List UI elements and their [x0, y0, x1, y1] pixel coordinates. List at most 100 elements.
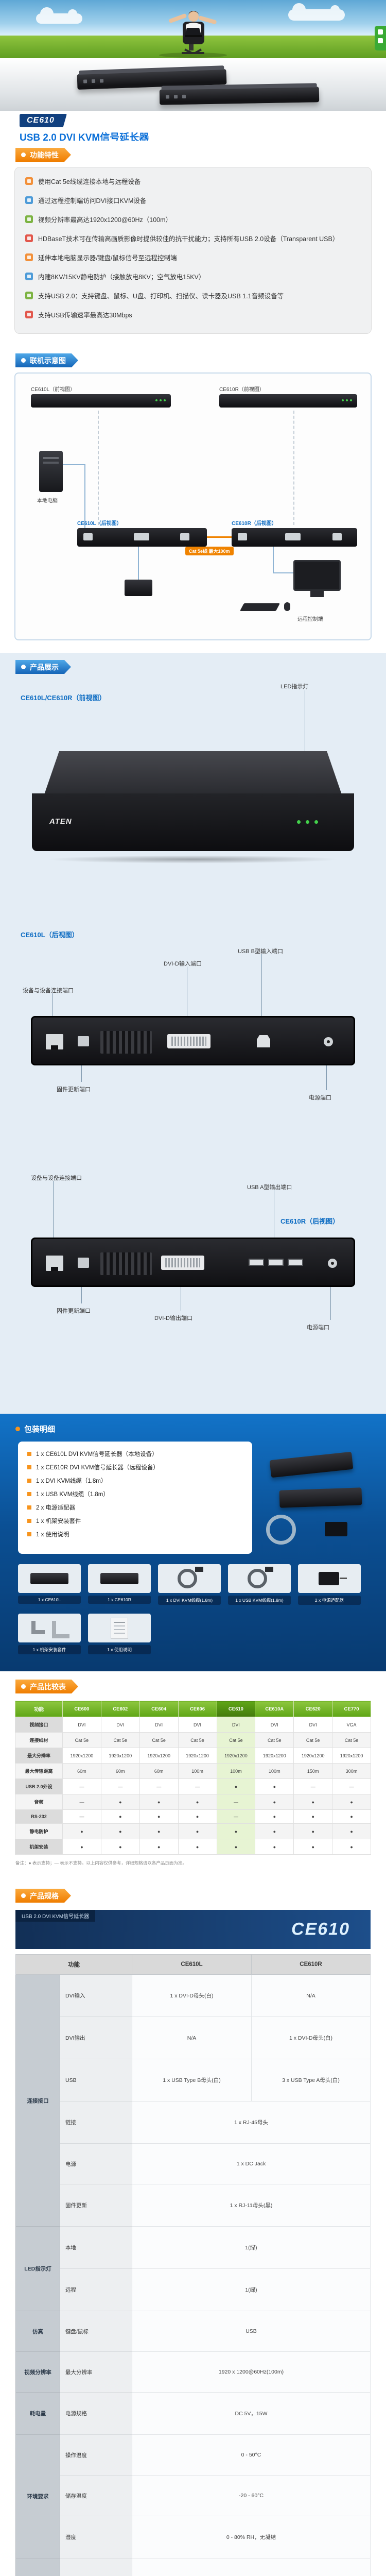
- comparison-cell: 60m: [100, 1763, 140, 1779]
- remote-keyboard-icon: [240, 603, 280, 611]
- spec-header-cell: 功能: [15, 1954, 132, 1975]
- package-item: 1 x 使用说明: [27, 1530, 243, 1538]
- spec-value-cell: -20 - 60°C: [132, 2475, 371, 2516]
- person-in-chair-photo: [159, 11, 227, 58]
- spec-value-cell: 金属: [132, 2558, 371, 2576]
- thumb-image-device: [18, 1564, 81, 1593]
- comparison-cell: ●: [293, 1839, 333, 1855]
- showcase-rear-view-ce610r: 设备与设备连接端口 USB A型输出端口 CE610R（后视图） 固件更新端口 …: [0, 1158, 386, 1400]
- callout-firmware-port: 固件更新端口: [57, 1087, 91, 1093]
- connection-diagram: CE610L（前视图） CE610R（前视图） 本地电脑 CE610L（后视图）…: [14, 372, 372, 640]
- comparison-row: 静电防护●●●●●●●●: [15, 1823, 371, 1839]
- led-dots: [155, 399, 166, 401]
- spec-group-cell: LED指示灯: [15, 2226, 60, 2311]
- package-contents-list: 1 x CE610L DVI KVM信号延长器（本地设备） 1 x CE610R…: [18, 1442, 252, 1554]
- diagram-rear-left-label: CE610L（后视图）: [77, 521, 122, 527]
- thumb-label: 2 x 电源适配器: [298, 1596, 361, 1605]
- local-computer-icon: [39, 451, 63, 492]
- bullet-icon: [27, 1465, 31, 1469]
- package-thumb: 1 x 机架安装套件: [18, 1614, 81, 1654]
- feature-bullet-icon: [25, 253, 33, 261]
- comparison-cell: 1920x1200: [293, 1748, 333, 1764]
- spec-group-cell: 视频分辨率: [15, 2351, 60, 2393]
- diagram-front-right-label: CE610R（前视图）: [219, 387, 265, 393]
- share-tab[interactable]: [375, 26, 386, 50]
- diagram-guide-line: [98, 411, 99, 525]
- feature-item: 内建8KV/15KV静电防护（接触放电8KV；空气放电15KV）: [25, 272, 361, 282]
- ribbon-dot-icon: [15, 1427, 20, 1431]
- feature-text: 延伸本地电脑显示器/键盘/鼠标信号至远程控制端: [38, 255, 177, 262]
- vent-grille: [100, 1031, 152, 1054]
- comparison-cell: —: [293, 1778, 333, 1794]
- spec-row-label: DVI输出: [60, 2016, 132, 2059]
- comparison-cell: ●: [293, 1794, 333, 1810]
- spec-value-cell: 1(绿): [132, 2268, 371, 2311]
- comparison-cell: ●: [293, 1823, 333, 1839]
- callout-usb-port: USB A型输出端口: [247, 1184, 292, 1191]
- comparison-cell: Cat 5e: [332, 1732, 371, 1748]
- dc-power-jack: [324, 1037, 333, 1046]
- comparison-cell: ●: [100, 1794, 140, 1810]
- ribbon-dot-icon: [21, 665, 26, 669]
- diagram-guide-line: [293, 411, 294, 525]
- spec-value-cell: 1 x DC Jack: [132, 2143, 371, 2184]
- section-ribbon-diagram: 联机示意图: [15, 353, 78, 367]
- callout-link-port: 设备与设备连接端口: [31, 1175, 82, 1181]
- comparison-cell: 1920x1200: [100, 1748, 140, 1764]
- comparison-cell: ●: [255, 1823, 294, 1839]
- page-title: USB 2.0 DVI KVM信号延长器: [20, 132, 149, 141]
- rear-panel-ce610r: [31, 1238, 355, 1287]
- dc-power-jack: [328, 1259, 337, 1268]
- comparison-row-label: 视频接口: [15, 1717, 63, 1733]
- led-dots: [342, 399, 352, 401]
- section-title-comparison: 产品比较表: [30, 1682, 66, 1691]
- comparison-cell: 1920x1200: [139, 1748, 179, 1764]
- spec-value-cell: 3 x USB Type A母头(白): [251, 2059, 371, 2102]
- bullet-icon: [27, 1479, 31, 1483]
- spec-banner: USB 2.0 DVI KVM信号延长器 CE610: [15, 1910, 371, 1949]
- rear-r-caption: CE610R（后视图）: [280, 1217, 340, 1225]
- device-shadow: [46, 855, 340, 863]
- thumb-image-manual: [88, 1614, 151, 1642]
- thumb-label: 1 x CE610R: [88, 1596, 151, 1604]
- spec-row-label: 电源: [60, 2143, 132, 2184]
- comparison-cell: DVI: [62, 1717, 101, 1733]
- package-thumb: 1 x 使用说明: [88, 1614, 151, 1654]
- comparison-cell: DVI: [178, 1717, 217, 1733]
- comparison-row: USB 2.0外设————●●——: [15, 1778, 371, 1794]
- thumb-label: 1 x USB KVM线缆(1.8m): [228, 1596, 291, 1605]
- comparison-cell: —: [178, 1778, 217, 1794]
- spec-value-cell: 1 x USB Type B母头(白): [131, 2059, 252, 2102]
- comparison-cell: —: [139, 1778, 179, 1794]
- product-photo-device-remote: [159, 87, 320, 105]
- callout-firmware-port: 固件更新端口: [57, 1308, 91, 1314]
- package-thumb: 1 x CE610R: [88, 1564, 151, 1605]
- spec-header-cell: CE610L: [131, 1954, 252, 1975]
- comparison-header-cell: CE600: [62, 1701, 101, 1717]
- spec-value-cell: 0 - 50°C: [132, 2434, 371, 2476]
- comparison-cell: ●: [100, 1839, 140, 1855]
- thumb-label: 1 x DVI KVM线缆(1.8m): [158, 1596, 221, 1605]
- comparison-cell: 100m: [255, 1763, 294, 1779]
- comparison-cell: —: [62, 1778, 101, 1794]
- cloud: [36, 7, 82, 24]
- callout-power-port: 电源端口: [307, 1325, 329, 1331]
- front-led-indicators: [297, 820, 318, 824]
- device-top-face: [44, 751, 342, 794]
- comparison-cell: 1920x1200: [255, 1748, 294, 1764]
- spec-row-label: 操作温度: [60, 2434, 132, 2476]
- connection-line: [84, 464, 85, 528]
- callout-line: [81, 1287, 82, 1303]
- feature-text: 支持USB传输速率最高达30Mbps: [38, 312, 132, 319]
- comparison-row-label: 最大传输距离: [15, 1763, 63, 1779]
- spec-value-cell: DC 5V，15W: [132, 2392, 371, 2435]
- thumb-label: 1 x 机架安装套件: [18, 1645, 81, 1654]
- comparison-row-label: USB 2.0外设: [15, 1778, 63, 1794]
- spec-row-label: 固件更新: [60, 2184, 132, 2227]
